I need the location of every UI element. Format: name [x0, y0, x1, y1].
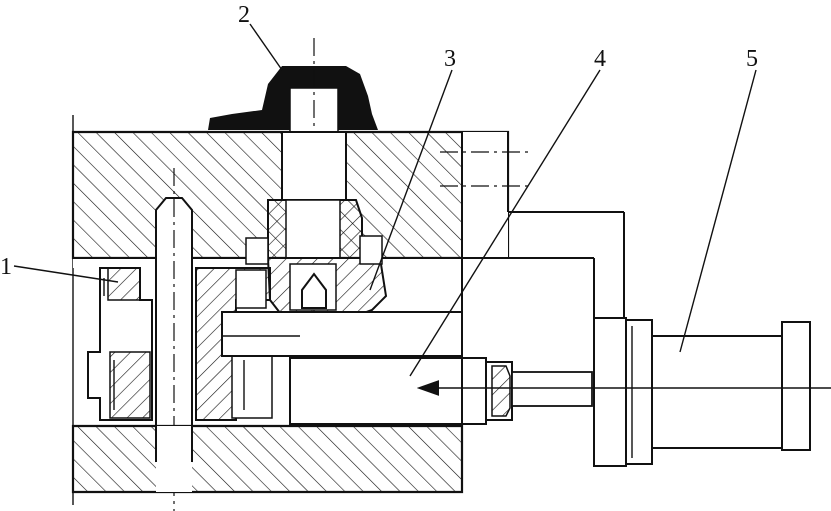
callout-5: 5	[746, 46, 758, 72]
callout-2: 2	[238, 2, 250, 28]
part-2-knob	[208, 66, 378, 133]
leader-4	[409, 69, 601, 377]
part-5-cylinder	[593, 317, 811, 467]
callout-3: 3	[444, 46, 456, 72]
leader-3	[369, 69, 453, 291]
lower-body	[71, 258, 464, 494]
callout-1: 1	[0, 254, 12, 280]
leader-1	[13, 265, 119, 283]
leader-5	[679, 69, 757, 353]
callout-4: 4	[594, 46, 606, 72]
slider-plate	[221, 311, 463, 357]
leader-2	[249, 23, 283, 71]
part-4-push-rod	[289, 357, 593, 425]
left-clamp-block	[87, 267, 153, 421]
